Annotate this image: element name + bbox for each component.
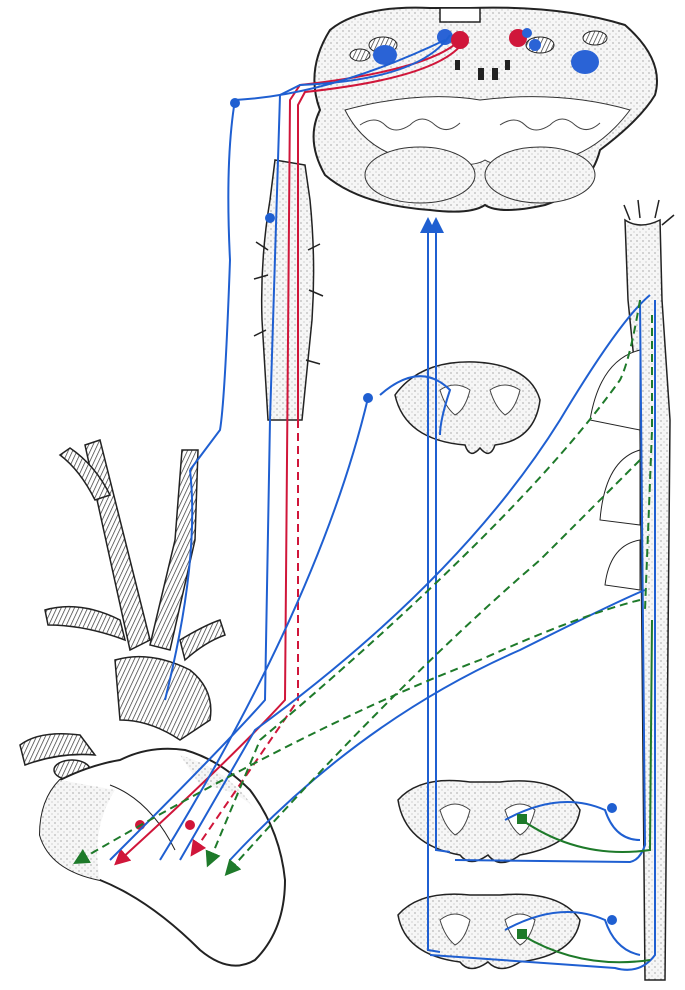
- spinal-cord-segment-upper: [394, 361, 541, 454]
- medulla-cross-section: [312, 6, 658, 213]
- afferent-pathway: [109, 34, 656, 971]
- sympathetic-pathway: [73, 299, 653, 964]
- sympathetic-trunk: [589, 199, 675, 981]
- spinal-cord-segment-middle: [397, 779, 581, 864]
- spinal-cord-segment-lower: [397, 893, 581, 970]
- great-vessels: [19, 439, 226, 781]
